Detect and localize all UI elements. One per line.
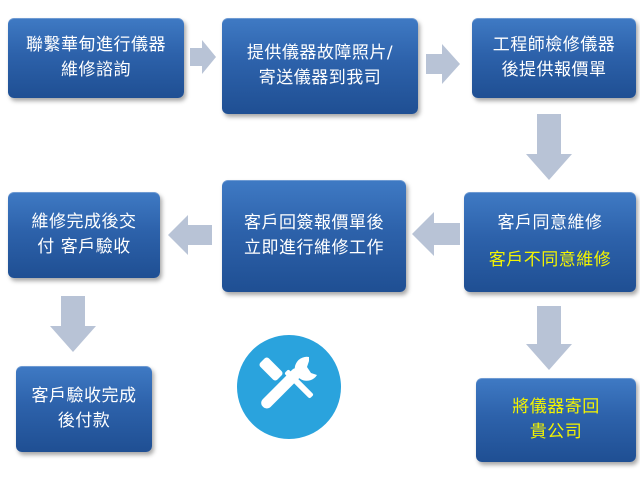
step-text: 貴公司 <box>529 422 583 442</box>
step-sign: 客戶回簽報價單後 立即進行維修工作 <box>222 180 406 292</box>
step-text: 工程師檢修儀器 <box>492 35 616 55</box>
step-text: 立即進行維修工作 <box>244 238 384 258</box>
arrow-down-icon <box>526 306 572 370</box>
step-return: 將儀器寄回 貴公司 <box>476 378 636 462</box>
decision-disagree: 客戶不同意維修 <box>488 250 612 270</box>
step-text: 後付款 <box>57 411 111 431</box>
step-text: 寄送儀器到我司 <box>258 68 382 88</box>
tools-icon <box>237 335 341 439</box>
arrow-down-icon <box>526 114 572 180</box>
arrow-right-icon <box>426 44 460 84</box>
step-send-photo: 提供儀器故障照片/ 寄送儀器到我司 <box>222 18 418 114</box>
step-text: 客戶回簽報價單後 <box>244 213 384 233</box>
step-text: 提供儀器故障照片/ <box>246 43 394 63</box>
step-text: 客戶驗收完成 <box>31 386 137 406</box>
arrow-left-icon <box>168 215 212 255</box>
arrow-down-icon <box>50 296 96 352</box>
step-complete: 維修完成後交 付 客戶驗收 <box>8 192 160 278</box>
step-text: 後提供報價單 <box>501 60 607 80</box>
step-text: 維修完成後交 <box>31 212 137 232</box>
step-inspect: 工程師檢修儀器 後提供報價單 <box>472 18 636 98</box>
step-decision: 客戶同意維修 客戶不同意維修 <box>464 192 636 292</box>
step-text: 付 客戶驗收 <box>37 237 131 257</box>
arrow-left-icon <box>412 212 460 256</box>
step-payment: 客戶驗收完成 後付款 <box>16 366 152 452</box>
decision-agree: 客戶同意維修 <box>497 213 603 233</box>
step-text: 將儀器寄回 <box>512 397 600 417</box>
step-text: 維修諮詢 <box>61 60 131 80</box>
arrow-right-icon <box>190 40 216 74</box>
step-contact: 聯繫華甸進行儀器 維修諮詢 <box>8 18 184 98</box>
step-text: 聯繫華甸進行儀器 <box>26 35 166 55</box>
